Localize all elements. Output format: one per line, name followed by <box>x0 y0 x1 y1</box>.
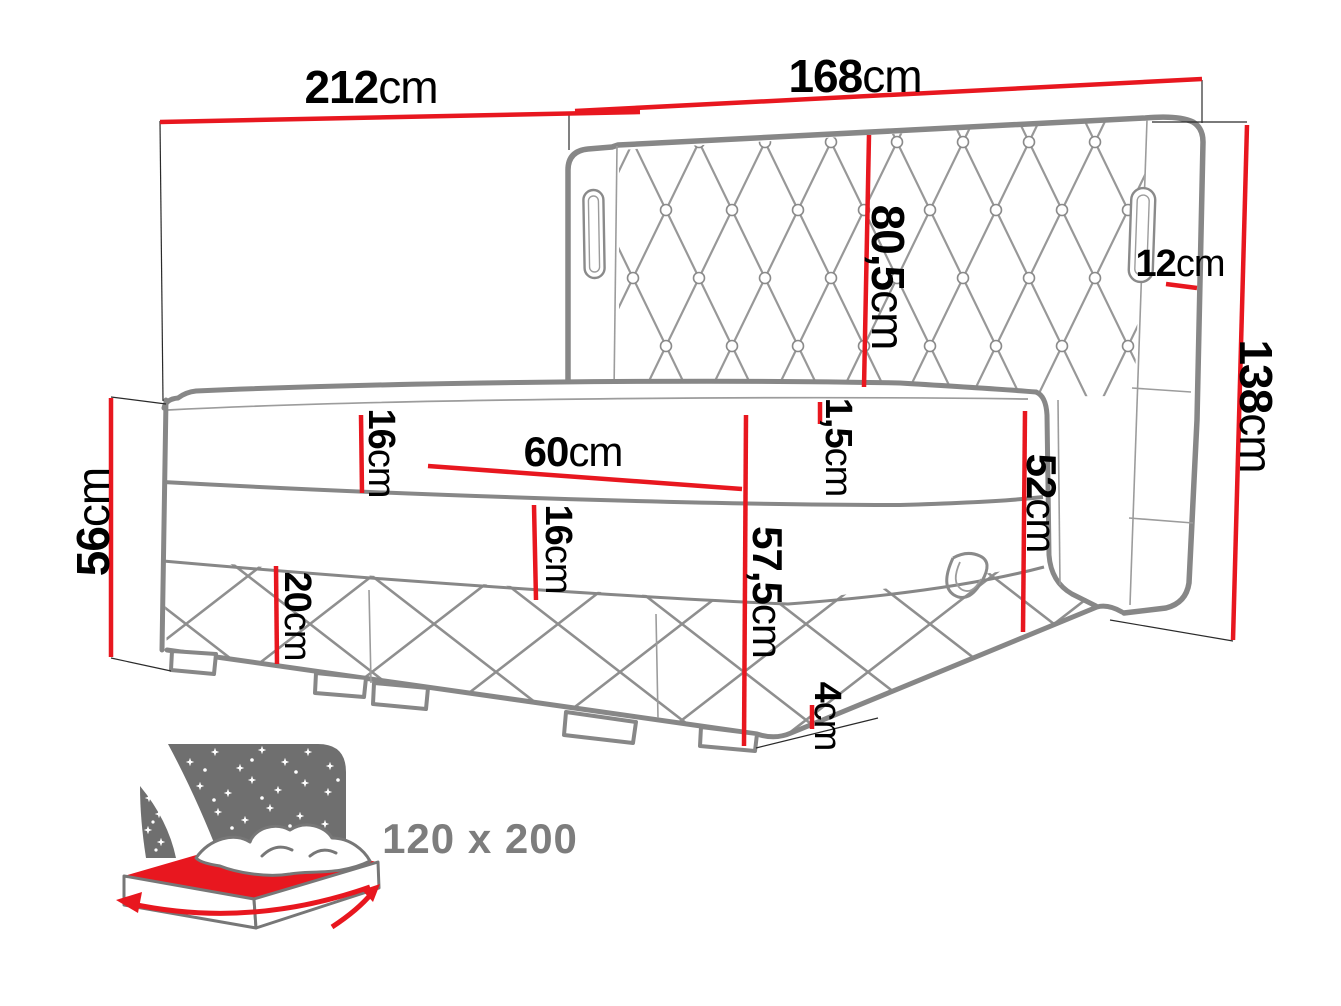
icon-length-arrow <box>116 884 371 916</box>
module-seams <box>368 589 659 719</box>
pull-strap <box>945 551 989 599</box>
mattress-top-edge <box>161 378 1039 411</box>
upper-mattress-bottom-seam <box>162 480 1044 508</box>
dim-headboard-side-depth-line <box>1165 281 1198 291</box>
bed-size-icon <box>116 744 381 930</box>
dim-headboard-width-label: 168cm <box>788 50 922 102</box>
dim-leg-height-label: 4cm <box>806 681 848 751</box>
leg <box>169 649 218 676</box>
mattress-right-edge <box>1033 389 1099 609</box>
dim-mattress-upper-line <box>358 414 365 494</box>
dim-total-front-height-line <box>741 414 749 747</box>
dim-headboard-panel-height-line <box>861 134 872 388</box>
dim-mattress-depth-label: 60cm <box>523 428 624 475</box>
dim-headboard-height-label: 138cm <box>1230 339 1282 473</box>
topper-seam <box>167 396 1029 411</box>
headboard-left-wing-seam <box>613 145 618 394</box>
headboard <box>565 114 1206 616</box>
dim-foot-height-label: 56cm <box>67 467 119 577</box>
extension-lines <box>110 80 1247 749</box>
base-bottom-edge <box>164 603 1125 740</box>
dim-base-height-label: 20cm <box>276 571 318 661</box>
pull-strap-inner <box>954 561 982 592</box>
dim-headboard-height-line <box>1230 124 1250 641</box>
right-wing-handle <box>1127 186 1157 284</box>
dim-side-height-line <box>1020 410 1028 633</box>
dim-headboard-width-line <box>574 76 1203 114</box>
headboard-tufting-pattern <box>619 119 1147 398</box>
icon-width-arrow <box>330 884 380 930</box>
icon-duvet <box>194 823 372 877</box>
headboard-outline <box>565 114 1206 616</box>
dim-base-height-line <box>273 565 280 665</box>
dimension-lines <box>108 76 1250 747</box>
dim-total-length-label: 212cm <box>304 61 438 113</box>
dim-total-front-height-label: 57,5cm <box>744 526 791 658</box>
stars <box>143 745 340 852</box>
dim-headboard-side-depth-label: 12cm <box>1135 243 1226 285</box>
dim-mattress-lower-line <box>531 504 539 601</box>
leg <box>562 710 638 745</box>
dim-mattress-depth-line <box>427 463 743 492</box>
leg <box>371 681 430 711</box>
mattress-left-edge <box>159 397 169 653</box>
headboard-right-wing-divisions <box>1128 387 1194 524</box>
icon-duvet-folds <box>260 845 338 858</box>
dim-headboard-panel-height-label: 80,5cm <box>862 204 914 350</box>
icon-mattress-side <box>252 860 381 930</box>
dim-mattress-lower-label: 16cm <box>537 504 579 594</box>
dim-side-height-label: 52cm <box>1018 453 1065 553</box>
right-end-seam <box>1057 399 1061 586</box>
leg <box>313 671 368 699</box>
bed-size-label: 120 x 200 <box>382 815 578 862</box>
left-wing-handle <box>582 188 606 280</box>
dim-topper-thickness-label: 1,5cm <box>817 397 859 497</box>
dim-mattress-upper-label: 16cm <box>360 408 402 498</box>
dim-total-length-line <box>159 109 641 125</box>
